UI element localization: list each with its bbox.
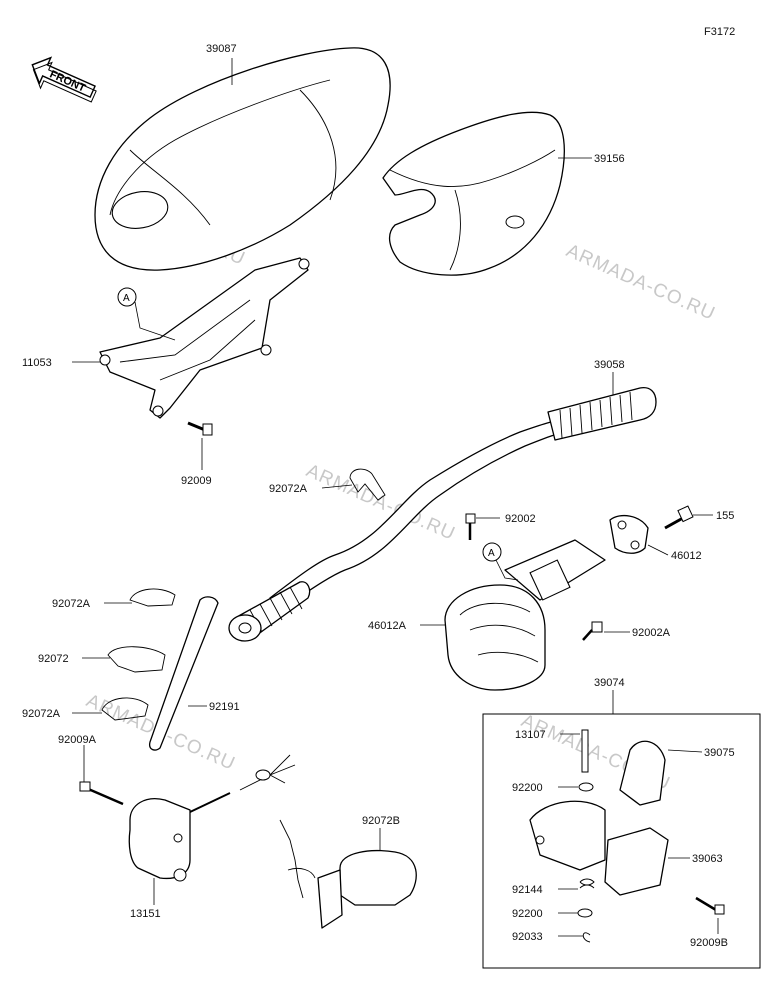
part-39058-handlebar	[228, 386, 657, 642]
label-92033: 92033	[512, 931, 543, 943]
part-155-bolt	[664, 505, 694, 530]
part-39156-cover	[382, 111, 565, 276]
part-13107-pin	[581, 729, 589, 773]
part-92002-bolt	[465, 513, 476, 540]
part-92144-spring	[579, 878, 595, 889]
label-39087: 39087	[206, 43, 237, 55]
label-92200-2: 92200	[512, 908, 543, 920]
part-92200-washer-1	[578, 782, 594, 792]
label-13151: 13151	[130, 908, 161, 920]
label-46012: 46012	[671, 550, 702, 562]
label-92002: 92002	[505, 513, 536, 525]
label-92191: 92191	[209, 701, 240, 713]
part-92072A-clamp-2	[101, 697, 149, 721]
part-46012A-holder	[444, 539, 606, 691]
figure-code: F3172	[704, 26, 735, 38]
label-92144: 92144	[512, 884, 543, 896]
part-92009-bolt	[187, 421, 213, 436]
label-92072A-top: 92072A	[269, 483, 308, 495]
label-92072A-1: 92072A	[52, 598, 91, 610]
ref-marker-a-1: A	[117, 287, 176, 341]
part-92144-lock-body	[529, 800, 606, 871]
part-92072A-clamp-top	[349, 468, 386, 501]
part-13151-switch	[79, 754, 296, 882]
front-label: FRONT	[48, 68, 88, 94]
label-92072: 92072	[38, 653, 69, 665]
part-92191-tube	[149, 596, 219, 751]
label-92072B: 92072B	[362, 815, 400, 827]
part-92072B-clip	[279, 819, 417, 929]
part-92072A-clamp-1	[129, 588, 176, 607]
part-92072-clamp	[107, 646, 166, 673]
ref-marker-a-2: A	[482, 542, 519, 581]
part-39063-cover	[604, 827, 669, 896]
label-92009: 92009	[181, 475, 212, 487]
label-11053: 11053	[22, 357, 52, 369]
label-92072A-2: 92072A	[22, 708, 61, 720]
label-39156: 39156	[594, 153, 625, 165]
label-39063: 39063	[692, 853, 723, 865]
label-46012A: 46012A	[368, 620, 407, 632]
part-46012-cap	[609, 514, 649, 554]
front-arrow-icon: FRONT	[31, 56, 97, 103]
label-92009B: 92009B	[690, 937, 728, 949]
label-92009A: 92009A	[58, 734, 97, 746]
label-92200-1: 92200	[512, 782, 543, 794]
ref-marker-a-1-label: A	[123, 293, 130, 304]
part-92200-washer-2	[577, 908, 593, 918]
part-39087-cover	[94, 47, 391, 271]
part-92002A-bolt	[582, 621, 603, 641]
part-39074-assembly-box	[482, 713, 761, 969]
label-39074: 39074	[594, 677, 625, 689]
label-92002A: 92002A	[632, 627, 671, 639]
leader-lines	[72, 58, 719, 937]
ref-marker-a-2-label: A	[488, 548, 495, 559]
label-13107: 13107	[515, 729, 546, 741]
label-155: 155	[716, 510, 734, 522]
part-11053-bracket	[99, 257, 310, 419]
watermark-2: ARMADA-CO.RU	[563, 240, 718, 325]
label-39075: 39075	[704, 747, 735, 759]
part-39075-lever	[619, 740, 666, 806]
part-92009B-bolt	[695, 896, 725, 915]
label-39058: 39058	[594, 359, 625, 371]
part-92033-circlip	[582, 932, 591, 943]
